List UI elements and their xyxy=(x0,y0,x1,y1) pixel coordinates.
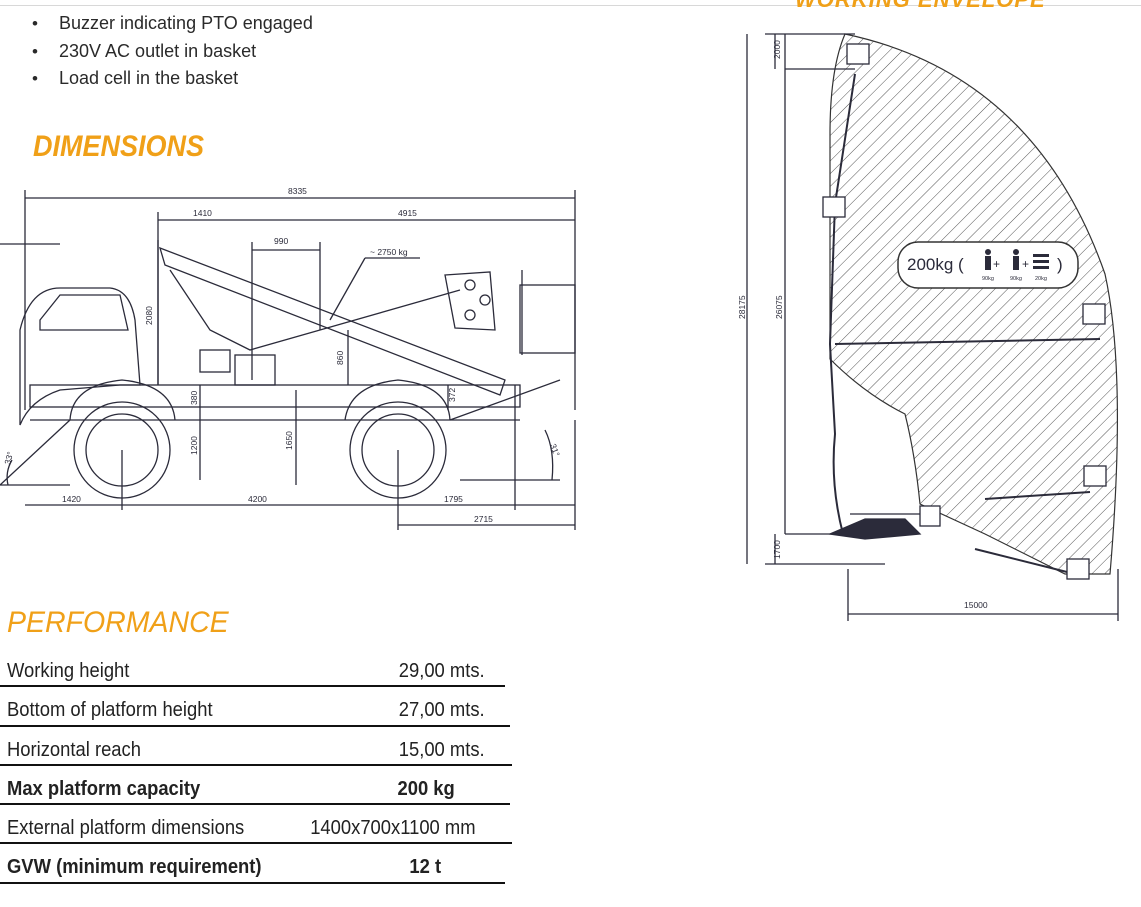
dim-rear-overhang: 2715 xyxy=(474,514,493,524)
performance-table: Working height 29,00 mts. Bottom of plat… xyxy=(0,652,520,888)
dim-wheelbase: 4200 xyxy=(248,494,267,504)
row-rule xyxy=(0,763,512,766)
env-platform-height: 26075 xyxy=(774,295,784,319)
row-rule xyxy=(0,724,510,727)
person2-weight: 90kg xyxy=(1010,276,1022,282)
dim-mast-height: 860 xyxy=(335,351,345,365)
feature-list: Buzzer indicating PTO engaged 230V AC ou… xyxy=(30,10,313,93)
dim-overall-length: 8335 xyxy=(288,186,307,196)
feature-item: Buzzer indicating PTO engaged xyxy=(30,10,313,38)
performance-title: PERFORMANCE xyxy=(7,606,229,639)
row-label: Working height xyxy=(7,660,130,682)
dim-front-overhang: 1410 xyxy=(193,208,212,218)
svg-text:+: + xyxy=(1022,257,1029,271)
row-value: 15,00 mts. xyxy=(398,738,485,761)
table-row: Horizontal reach 15,00 mts. xyxy=(0,731,520,770)
row-value: 1400x700x1100 mm xyxy=(310,817,476,840)
env-top-offset: 2000 xyxy=(772,40,782,59)
dim-boom-height: 2080 xyxy=(144,306,154,325)
tools-icon xyxy=(1033,254,1049,269)
dim-rear-deck: 372 xyxy=(447,388,457,402)
row-rule xyxy=(0,685,505,688)
person-icon xyxy=(1013,249,1019,270)
working-envelope-drawing: 200kg ( + + ) 90kg 90kg 20kg 2000 28175 … xyxy=(737,33,1119,621)
env-bottom-offset: 1700 xyxy=(772,540,782,559)
feature-item: 230V AC outlet in basket xyxy=(30,38,313,66)
capacity-label-close: ) xyxy=(1057,255,1063,274)
table-row: Max platform capacity 200 kg xyxy=(0,770,520,809)
row-label: GVW (minimum requirement) xyxy=(7,856,262,879)
dim-rear-length: 4915 xyxy=(398,208,417,218)
tools-weight: 20kg xyxy=(1035,276,1047,282)
dim-boom-offset: 990 xyxy=(274,236,288,246)
row-rule xyxy=(0,881,505,884)
row-value: 29,00 mts. xyxy=(398,660,485,682)
feature-item: Load cell in the basket xyxy=(30,65,313,93)
person-icon xyxy=(985,249,991,270)
row-label: Horizontal reach xyxy=(7,738,141,761)
dim-departure-angle: 31° xyxy=(548,442,562,458)
row-value: 12 t xyxy=(409,856,442,879)
row-label: External platform dimensions xyxy=(7,817,245,840)
dim-rear-axle-offset: 1795 xyxy=(444,494,463,504)
row-label: Max platform capacity xyxy=(7,777,201,800)
table-row: GVW (minimum requirement) 12 t xyxy=(0,848,520,887)
dimensions-title: DIMENSIONS xyxy=(33,130,205,163)
row-value: 200 kg xyxy=(397,777,455,800)
dim-approach-angle: 33° xyxy=(2,451,15,466)
dim-front-axle: 1420 xyxy=(62,494,81,504)
working-envelope-title: WORKING ENVELOPE xyxy=(795,0,1046,13)
env-reach: 15000 xyxy=(964,600,988,610)
table-row: External platform dimensions 1400x700x11… xyxy=(0,809,520,848)
dim-platform-base: 380 xyxy=(189,391,199,405)
row-value: 27,00 mts. xyxy=(398,699,485,722)
person1-weight: 90kg xyxy=(982,276,994,282)
table-row: Working height 29,00 mts. xyxy=(0,652,520,691)
capacity-label: 200kg ( xyxy=(907,255,964,274)
dim-deck-height: 1650 xyxy=(284,431,294,450)
truck-dimension-drawing: 8335 1410 4915 990 ~ 2750 kg 1420 4200 1… xyxy=(0,186,576,530)
row-rule xyxy=(0,842,512,845)
header-divider xyxy=(0,5,1141,6)
row-label: Bottom of platform height xyxy=(7,699,213,722)
table-row: Bottom of platform height 27,00 mts. xyxy=(0,691,520,730)
dim-body-height: 1200 xyxy=(189,436,199,455)
row-rule xyxy=(0,803,510,806)
weight-note: ~ 2750 kg xyxy=(370,247,408,257)
svg-text:+: + xyxy=(993,257,1000,271)
env-total-height: 28175 xyxy=(737,295,747,319)
